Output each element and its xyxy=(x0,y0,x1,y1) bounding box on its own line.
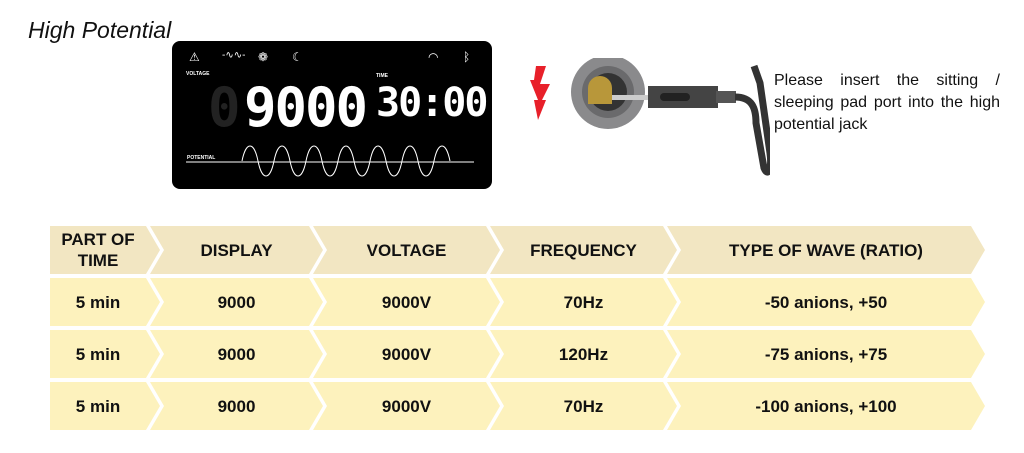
potential-label: POTENTIAL xyxy=(187,155,216,161)
cell-voltage: 9000V xyxy=(313,382,500,430)
cell-text: 5 min xyxy=(75,292,121,312)
cell-part-of-time: 5 min xyxy=(50,330,160,378)
cell-wave-type: -75 anions, +75 xyxy=(667,330,985,378)
moon-icon: ☾ xyxy=(292,50,303,64)
cell-text: VOLTAGE xyxy=(366,240,447,260)
flower-icon: ❁ xyxy=(258,50,269,64)
cell-display: 9000 xyxy=(150,330,323,378)
cell-text: -100 anions, +100 xyxy=(755,396,897,416)
header-voltage: VOLTAGE xyxy=(313,226,500,274)
jack-illustration xyxy=(530,58,770,176)
voltage-label: VOLTAGE xyxy=(186,71,210,77)
header-part-of-time: PART OF TIME xyxy=(50,226,160,274)
cell-text: 5 min xyxy=(75,344,121,364)
warning-icon: ⚠ xyxy=(189,50,200,64)
cell-text: -50 anions, +50 xyxy=(764,292,888,312)
lightning-icon xyxy=(530,66,550,120)
cell-text: 9000 xyxy=(217,344,256,364)
header-frequency: FREQUENCY xyxy=(490,226,677,274)
cell-text: TYPE OF WAVE (RATIO) xyxy=(729,240,923,260)
cell-text: 9000 xyxy=(217,396,256,416)
cell-wave-type: -50 anions, +50 xyxy=(667,278,985,326)
cell-frequency: 120Hz xyxy=(490,330,677,378)
inactive-digit: 0 xyxy=(208,76,240,139)
cell-frequency: 70Hz xyxy=(490,278,677,326)
bluetooth-icon: ᛒ xyxy=(463,50,471,64)
cell-display: 9000 xyxy=(150,382,323,430)
time-label: TIME xyxy=(376,73,388,79)
instruction-text: Please insert the sitting / sleeping pad… xyxy=(774,72,1000,133)
cell-text: DISPLAY xyxy=(200,240,273,260)
cell-text: -75 anions, +75 xyxy=(764,344,888,364)
cell-text: 9000V xyxy=(381,344,432,364)
cell-wave-type: -100 anions, +100 xyxy=(667,382,985,430)
wave-graphic xyxy=(186,145,474,177)
cell-text: FREQUENCY xyxy=(530,240,637,260)
pulse-icon: -∿∿- xyxy=(222,50,246,61)
plug-port xyxy=(588,76,612,104)
time-value: 30:00 xyxy=(376,80,488,126)
cell-text: 9000V xyxy=(381,292,432,312)
cell-display: 9000 xyxy=(150,278,323,326)
cell-voltage: 9000V xyxy=(313,330,500,378)
device-display: ⚠ -∿∿- ❁ ☾ ◠ ᛒ VOLTAGE TIME 0 9000 30:00… xyxy=(172,41,492,189)
cell-text: 70Hz xyxy=(563,292,604,312)
cell-text: 70Hz xyxy=(563,396,604,416)
page-title: High Potential xyxy=(28,17,172,43)
cell-text: 9000 xyxy=(217,292,256,312)
cell-text: 9000V xyxy=(381,396,432,416)
cell-text: PART OF TIME xyxy=(61,230,135,270)
cell-text: 120Hz xyxy=(558,344,609,364)
cell-frequency: 70Hz xyxy=(490,382,677,430)
header-display: DISPLAY xyxy=(150,226,323,274)
cell-voltage: 9000V xyxy=(313,278,500,326)
header-wave-type: TYPE OF WAVE (RATIO) xyxy=(667,226,985,274)
cell-part-of-time: 5 min xyxy=(50,382,160,430)
voltage-value: 9000 xyxy=(244,76,368,139)
cell-part-of-time: 5 min xyxy=(50,278,160,326)
cell-text: 5 min xyxy=(75,396,121,416)
wifi-icon: ◠ xyxy=(428,50,439,64)
